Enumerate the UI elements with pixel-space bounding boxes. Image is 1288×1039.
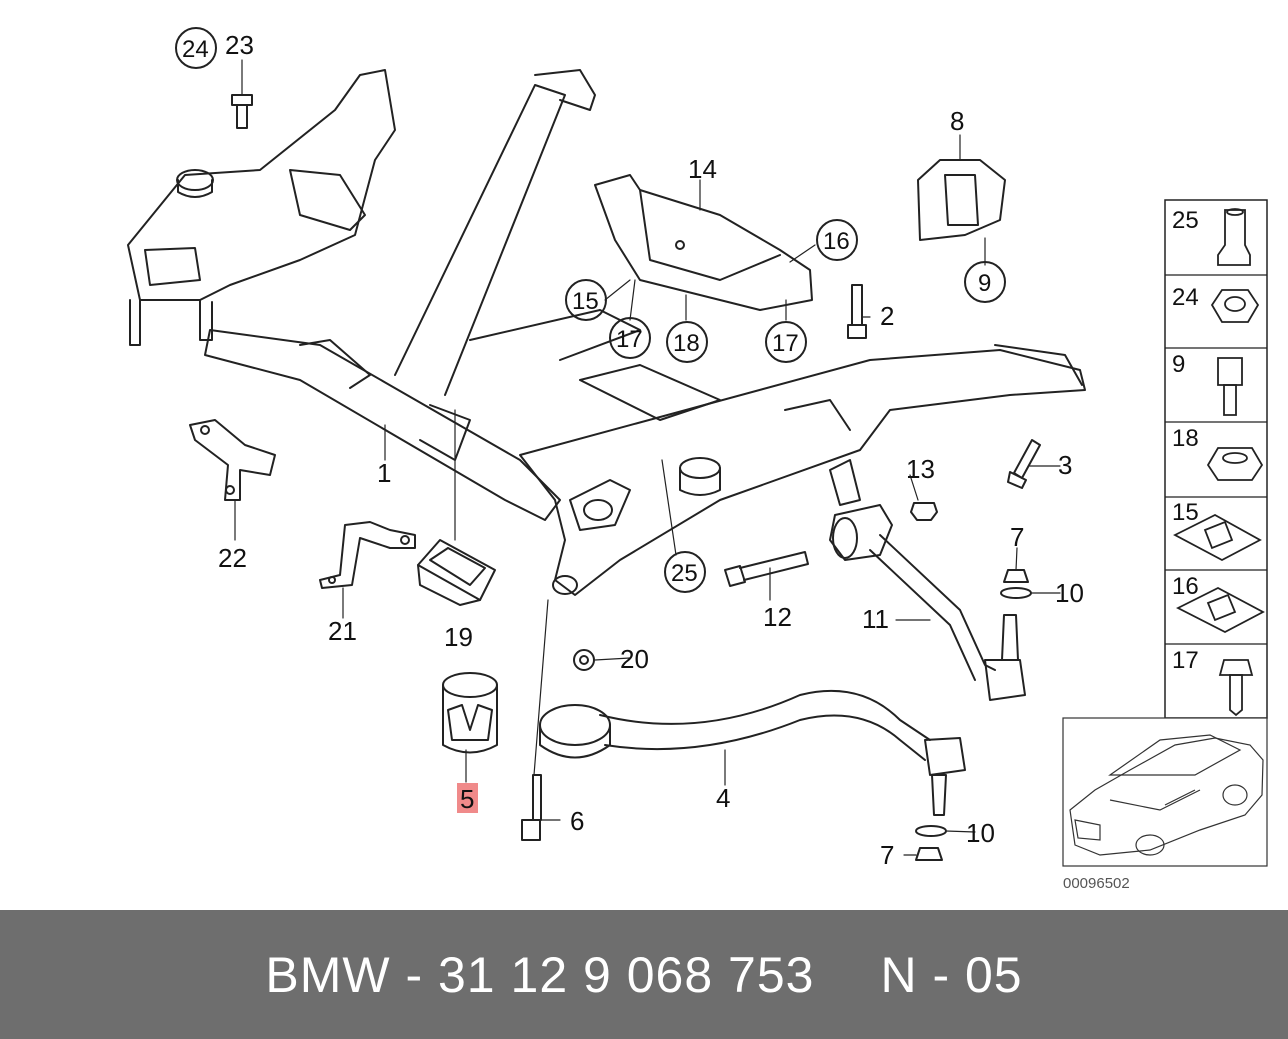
- label-21: 21: [328, 616, 357, 646]
- label-13: 13: [906, 454, 935, 484]
- label-11: 11: [862, 604, 889, 634]
- circled-label-17a: 17: [616, 326, 643, 353]
- label-12: 12: [763, 602, 792, 632]
- bolt-6: [521, 774, 542, 841]
- nut-7-upper: [1003, 569, 1029, 583]
- bolt-12: [724, 551, 809, 587]
- label-22: 22: [218, 543, 247, 573]
- circled-label-17b: 17: [772, 330, 799, 357]
- label-10-upper: 10: [1055, 578, 1084, 608]
- front-subframe: [127, 69, 1086, 596]
- label-2: 2: [880, 301, 894, 331]
- side-item-16: 16: [1172, 573, 1199, 600]
- label-1: 1: [377, 458, 391, 488]
- heat-shield-14: [594, 174, 813, 311]
- label-7-upper: 7: [1010, 522, 1024, 552]
- side-item-15: 15: [1172, 499, 1199, 526]
- control-arm-4: [539, 689, 966, 816]
- label-4: 4: [716, 783, 730, 813]
- side-item-24: 24: [1172, 284, 1199, 311]
- part-number-banner: BMW - 31 12 9 068 753 N - 05: [0, 910, 1288, 1039]
- label-7-lower: 7: [880, 840, 894, 870]
- label-14: 14: [688, 154, 717, 184]
- side-item-18: 18: [1172, 425, 1199, 452]
- washer-10-lower: [915, 825, 947, 837]
- bracket-8: [917, 159, 1006, 241]
- side-parts-panel: 25 24 9 18 15 16 17: [1164, 199, 1268, 719]
- label-19: 19: [444, 622, 473, 652]
- side-item-25: 25: [1172, 207, 1199, 234]
- label-20: 20: [620, 644, 649, 674]
- side-item-9: 9: [1172, 351, 1185, 378]
- circled-label-16: 16: [823, 228, 850, 255]
- reference-code: 00096502: [1063, 875, 1130, 892]
- circled-label-15: 15: [572, 288, 599, 315]
- washer-10-upper: [1000, 587, 1032, 599]
- exploded-parts-diagram: 1 2 3 4 5 6 7 7 8 10 10 11 12 13 14 19 2…: [127, 27, 1268, 892]
- bolt-2: [847, 284, 867, 339]
- nut-7-lower: [915, 847, 943, 861]
- leader-lines: [234, 59, 1061, 856]
- label-8: 8: [950, 106, 964, 136]
- part-number-text: BMW - 31 12 9 068 753: [265, 946, 815, 1003]
- circled-labels: [175, 27, 1006, 593]
- rubber-mount-19: [417, 539, 496, 606]
- nut-20: [573, 649, 595, 671]
- label-6: 6: [570, 806, 584, 836]
- label-23: 23: [225, 30, 254, 60]
- control-arm-11: [829, 504, 1026, 701]
- circled-label-25: 25: [671, 560, 698, 587]
- label-5: 5: [460, 784, 474, 814]
- highlight-box-5: [457, 783, 478, 813]
- bolt-3: [1007, 439, 1041, 489]
- vehicle-thumbnail: [1062, 717, 1268, 867]
- nut-13: [910, 502, 938, 521]
- position-text: N - 05: [880, 946, 1023, 1003]
- bolt-23: [231, 94, 253, 129]
- bracket-21: [319, 521, 416, 589]
- label-3: 3: [1058, 450, 1072, 480]
- part-labels: 1 2 3 4 5 6 7 7 8 10 10 11 12 13 14 19 2…: [218, 30, 1084, 870]
- side-item-17: 17: [1172, 647, 1199, 674]
- label-10-lower: 10: [966, 818, 995, 848]
- circled-label-18: 18: [673, 330, 700, 357]
- bushing-5: [442, 672, 498, 754]
- circled-label-9: 9: [978, 270, 991, 297]
- bracket-22: [189, 419, 276, 501]
- circled-label-24: 24: [182, 36, 209, 63]
